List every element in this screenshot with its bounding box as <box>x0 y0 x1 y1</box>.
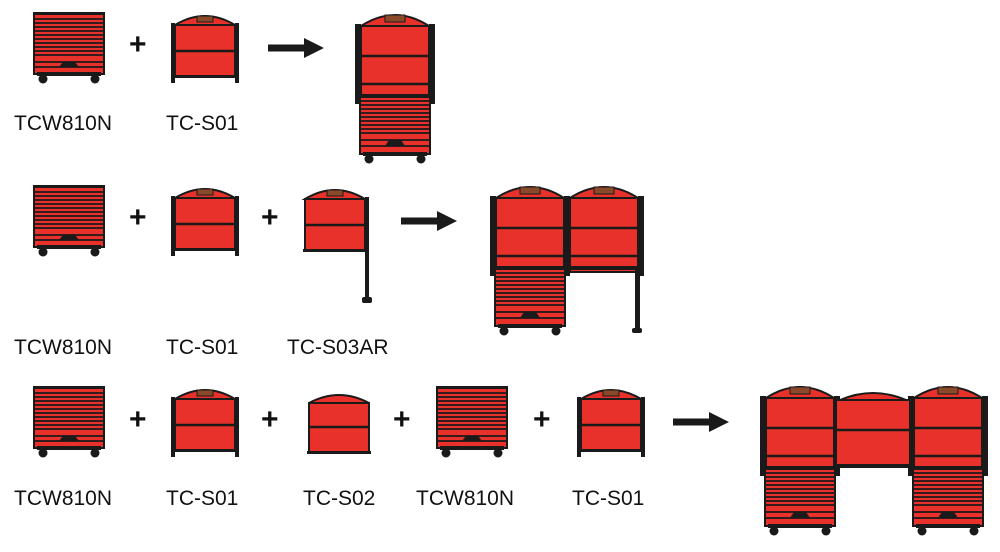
plus-icon: + <box>129 403 147 436</box>
arrow-right-icon <box>673 412 729 432</box>
item-label: TC-S01 <box>166 336 239 359</box>
row-3 <box>33 385 990 537</box>
top-chest-icon <box>169 14 241 85</box>
item-label: TC-S01 <box>166 112 239 135</box>
plus-icon: + <box>533 403 551 436</box>
drawer-cabinet-icon <box>33 386 105 459</box>
drawer-cabinet-icon <box>436 386 508 459</box>
item-label: TC-S02 <box>303 487 376 510</box>
assembled-workstation-icon <box>488 185 646 337</box>
row-1 <box>33 12 437 165</box>
bridge-cabinet-icon <box>305 393 373 456</box>
plus-icon: + <box>261 403 279 436</box>
item-label: TCW810N <box>14 336 113 359</box>
row-2 <box>33 185 646 337</box>
assembled-workstation-icon <box>758 385 990 537</box>
arrow-right-icon <box>401 211 457 231</box>
assembled-workstation-icon <box>353 13 437 165</box>
plus-icon: + <box>261 201 279 234</box>
item-label: TCW810N <box>14 487 113 510</box>
top-chest-icon <box>169 187 241 258</box>
top-chest-icon <box>575 388 647 459</box>
arrow-right-icon <box>268 38 324 58</box>
item-label: TCW810N <box>416 487 515 510</box>
top-chest-icon <box>169 388 241 459</box>
drawer-cabinet-icon <box>33 185 105 258</box>
drawer-cabinet-icon <box>33 12 105 85</box>
item-label: TCW810N <box>14 112 113 135</box>
item-label: TC-S03AR <box>287 336 389 359</box>
plus-icon: + <box>393 403 411 436</box>
plus-icon: + <box>129 28 147 61</box>
plus-icon: + <box>129 201 147 234</box>
item-label: TC-S01 <box>166 487 239 510</box>
item-label: TC-S01 <box>572 487 645 510</box>
side-cabinet-icon <box>301 188 374 305</box>
